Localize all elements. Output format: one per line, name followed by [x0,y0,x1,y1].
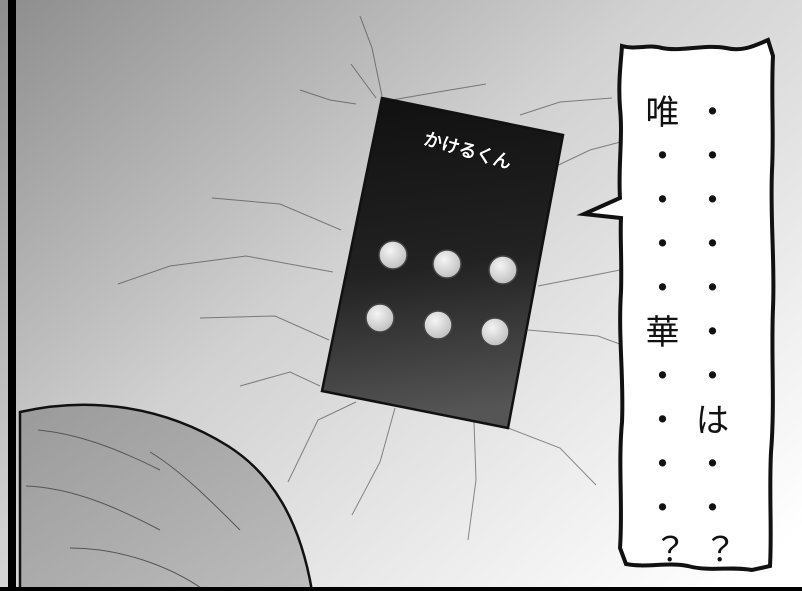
device-button [365,303,395,333]
device-button [480,317,510,347]
foreground-rock [18,403,314,591]
speech-line-left: 唯・・・・華・・・・？ [639,94,679,578]
crack-lines [117,15,651,541]
rock-texture [25,429,241,591]
device-button [432,249,462,279]
speech-line-right: ・・・・・・・は・・？ [689,94,729,578]
device-button [488,255,518,285]
speech-balloon [576,37,776,573]
device-button [423,310,453,340]
device-button [378,240,408,270]
device: かけるくん [320,96,565,430]
